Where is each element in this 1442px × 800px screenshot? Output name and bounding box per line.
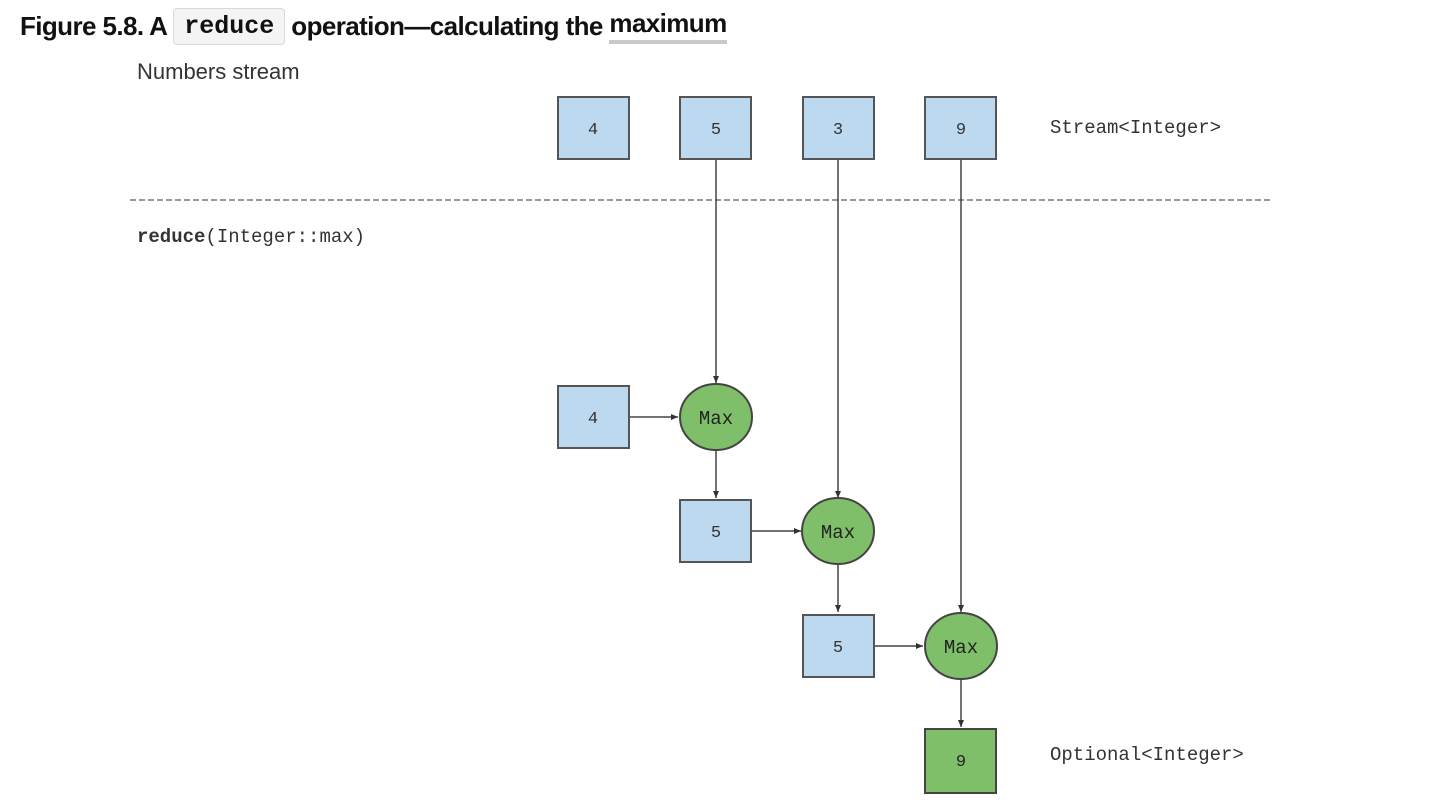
reduce-args: (Integer::max) (205, 226, 365, 248)
numbers-stream-label: Numbers stream (137, 59, 300, 84)
caption-link-maximum[interactable]: maximum (609, 8, 727, 44)
stream-box-1: 4 (557, 96, 630, 160)
reduce-keyword: reduce (137, 226, 205, 248)
accumulator-box-1: 4 (557, 385, 630, 449)
max-operation-1: Max (679, 383, 753, 451)
accumulator-box-1-value: 4 (588, 410, 598, 429)
max-operation-3: Max (924, 612, 998, 680)
caption-prefix: Figure 5.8. A (20, 10, 168, 41)
caption-code: reduce (173, 7, 286, 45)
stream-type-label: Stream<Integer> (1050, 117, 1221, 139)
reduce-label: reduce(Integer::max) (137, 226, 365, 248)
stream-box-3-value: 3 (833, 121, 843, 140)
max-operation-1-label: Max (699, 408, 733, 430)
max-operation-3-label: Max (944, 637, 978, 659)
stream-box-3: 3 (802, 96, 875, 160)
accumulator-box-2: 5 (679, 499, 752, 563)
figure-caption: Figure 5.8. A reduce operation—calculati… (20, 6, 727, 46)
stream-box-2-value: 5 (711, 121, 721, 140)
stream-box-4-value: 9 (956, 121, 966, 140)
stream-box-1-value: 4 (588, 121, 598, 140)
result-box-value: 9 (956, 753, 966, 772)
stream-box-2: 5 (679, 96, 752, 160)
accumulator-box-3: 5 (802, 614, 875, 678)
accumulator-box-2-value: 5 (711, 524, 721, 543)
result-type-label: Optional<Integer> (1050, 744, 1244, 766)
caption-middle: operation—calculating the (291, 10, 603, 41)
stream-box-4: 9 (924, 96, 997, 160)
result-box: 9 (924, 728, 997, 794)
accumulator-box-3-value: 5 (833, 639, 843, 658)
max-operation-2: Max (801, 497, 875, 565)
max-operation-2-label: Max (821, 522, 855, 544)
